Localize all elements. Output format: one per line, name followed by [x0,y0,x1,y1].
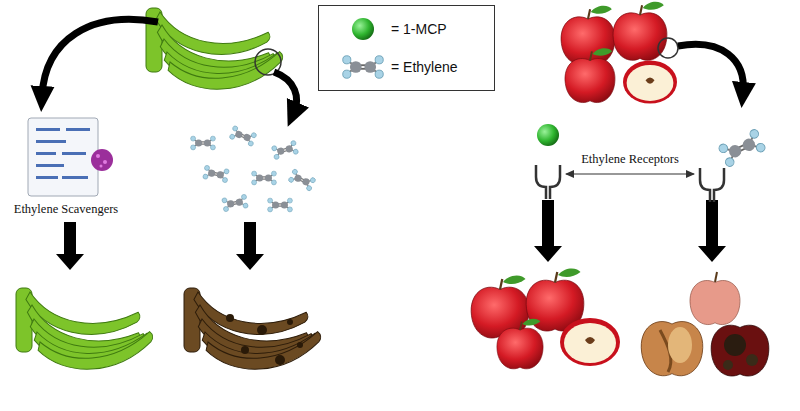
legend-row: = 1-MCP [341,14,447,44]
down-arrow [534,200,562,262]
curved-arrow [42,19,158,96]
down-arrow [236,222,264,270]
legend-text: = 1-MCP [391,21,447,37]
curved-arrow [274,72,297,112]
curved-arrow [678,44,743,92]
caption-label: Ethylene Receptors [579,152,681,167]
scavenger-sachet [28,118,113,196]
legend-sample [341,14,385,44]
green-bananas [146,8,286,96]
receptor-symbol [536,165,560,199]
down-arrow [698,200,726,262]
double-arrow [566,173,694,174]
legend-text: = Ethylene [391,59,458,75]
legend-row: = Ethylene [341,52,458,82]
legend-sample [341,52,385,82]
legend-box: = 1-MCP = Ethylene [318,5,495,91]
receptor-symbol [700,168,724,202]
fresh-apples [471,268,620,368]
fresh-apples [561,2,677,104]
rotten-apples [641,272,769,376]
ethylene-molecule [718,128,767,168]
mcp-molecule [537,124,559,146]
green-bananas [16,288,156,376]
zoom-circle [658,38,678,58]
ripe-bananas [184,288,324,376]
ethylene-cloud [191,125,316,212]
caption-label: Ethylene Scavengers [12,202,120,217]
down-arrow [56,222,84,270]
